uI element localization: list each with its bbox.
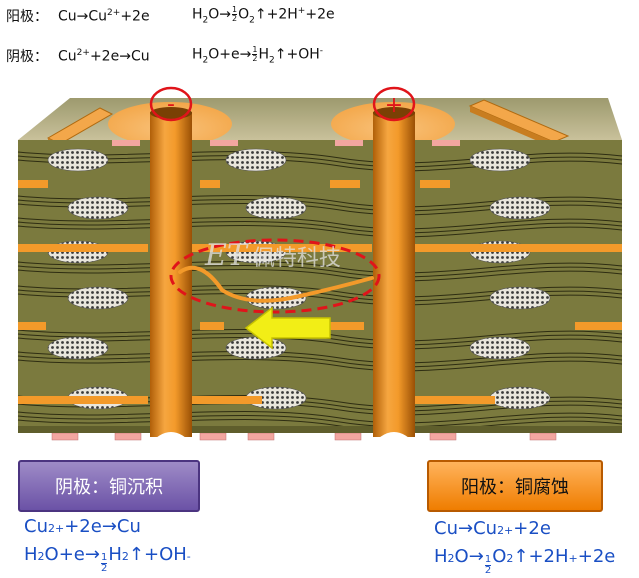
inner-copper-layer [18,244,148,252]
fiber-bundle [489,196,551,220]
anode-marker-sign: + [385,93,403,118]
barrel-top-left [150,107,192,119]
header-cathode-label: 阴极： [6,49,48,65]
weave-line [17,221,623,234]
copper-migration-path [178,265,374,303]
weave-line [17,151,623,164]
fiber-bundle [225,336,287,360]
inner-copper-layer [420,180,450,188]
weave-line [17,411,623,424]
surface-pad [51,432,79,441]
weave-line [17,359,623,372]
header-anode-eq1: Cu→Cu2++2e [58,8,150,25]
inner-layers [17,140,623,441]
fiber-bundle [469,148,531,172]
cathode-marker-circle [149,86,193,122]
weave-line [17,265,623,278]
migration-highlight-ellipse [169,238,381,314]
fiber-bundle [67,196,129,220]
weave-line [17,333,623,346]
top-pad-right-face [470,106,554,148]
inner-copper-layer [200,322,224,330]
migration-direction-arrow [244,306,331,350]
laminate-body [18,140,622,433]
inner-copper-layer [192,396,262,404]
weave-line [17,329,623,342]
barrel-top-right [373,107,415,119]
cathode-label-box: 阴极：铜沉积 [18,460,200,512]
inner-copper-layer [415,244,622,252]
inner-copper-layer [192,244,372,252]
weave-line [17,355,623,368]
watermark-text: 佩特科技 [252,246,341,271]
surface-pad [210,140,238,146]
header-anode-label: 阳极： [6,9,48,25]
weave-line [17,415,623,428]
surface-pad [114,432,142,441]
surface-pad [112,140,140,146]
surface-pad [199,432,227,441]
hole-bottom-right [371,432,417,446]
inner-copper-layer [200,180,220,188]
anode-label-box: 阳极：铜腐蚀 [427,460,603,512]
inner-copper-layer [575,322,622,330]
fiber-bundle [469,336,531,360]
surface-pad [429,432,457,441]
weave-line [17,225,623,238]
fiber-bundle [489,386,551,410]
inner-copper-layer [330,180,360,188]
inner-copper-layer [18,322,46,330]
weave-line [17,217,623,230]
hole-bottom-left [148,432,194,446]
fiber-bundle [245,196,307,220]
surface-pad [247,432,275,441]
fiber-bundle [47,336,109,360]
watermark-logo: ET [205,238,247,273]
weave-line [17,419,623,432]
header-cathode-eq1: Cu2++2e→Cu [58,48,150,65]
fiber-bundle [489,286,551,310]
inner-copper-layer [18,180,48,188]
watermark: ET 佩特科技 [205,238,341,273]
fiber-bundle [47,148,109,172]
surface-pad [335,140,363,146]
inner-copper-layer [18,396,148,404]
weave-line [17,351,623,364]
surface-pad [334,432,362,441]
laminate-bottom-edge [18,426,622,433]
anode-marker-circle [372,86,416,122]
weave-line [17,261,623,274]
fiber-bundle [225,148,287,172]
fiber-bundle [67,286,129,310]
inner-copper-layer [415,396,495,404]
surface-pad [432,140,460,146]
inner-copper-layer [330,322,364,330]
surface-pad [529,432,557,441]
weave-line [17,337,623,350]
weave-line [17,269,623,282]
cathode-marker-sign: - [167,92,175,117]
plated-barrel-left [150,112,192,437]
